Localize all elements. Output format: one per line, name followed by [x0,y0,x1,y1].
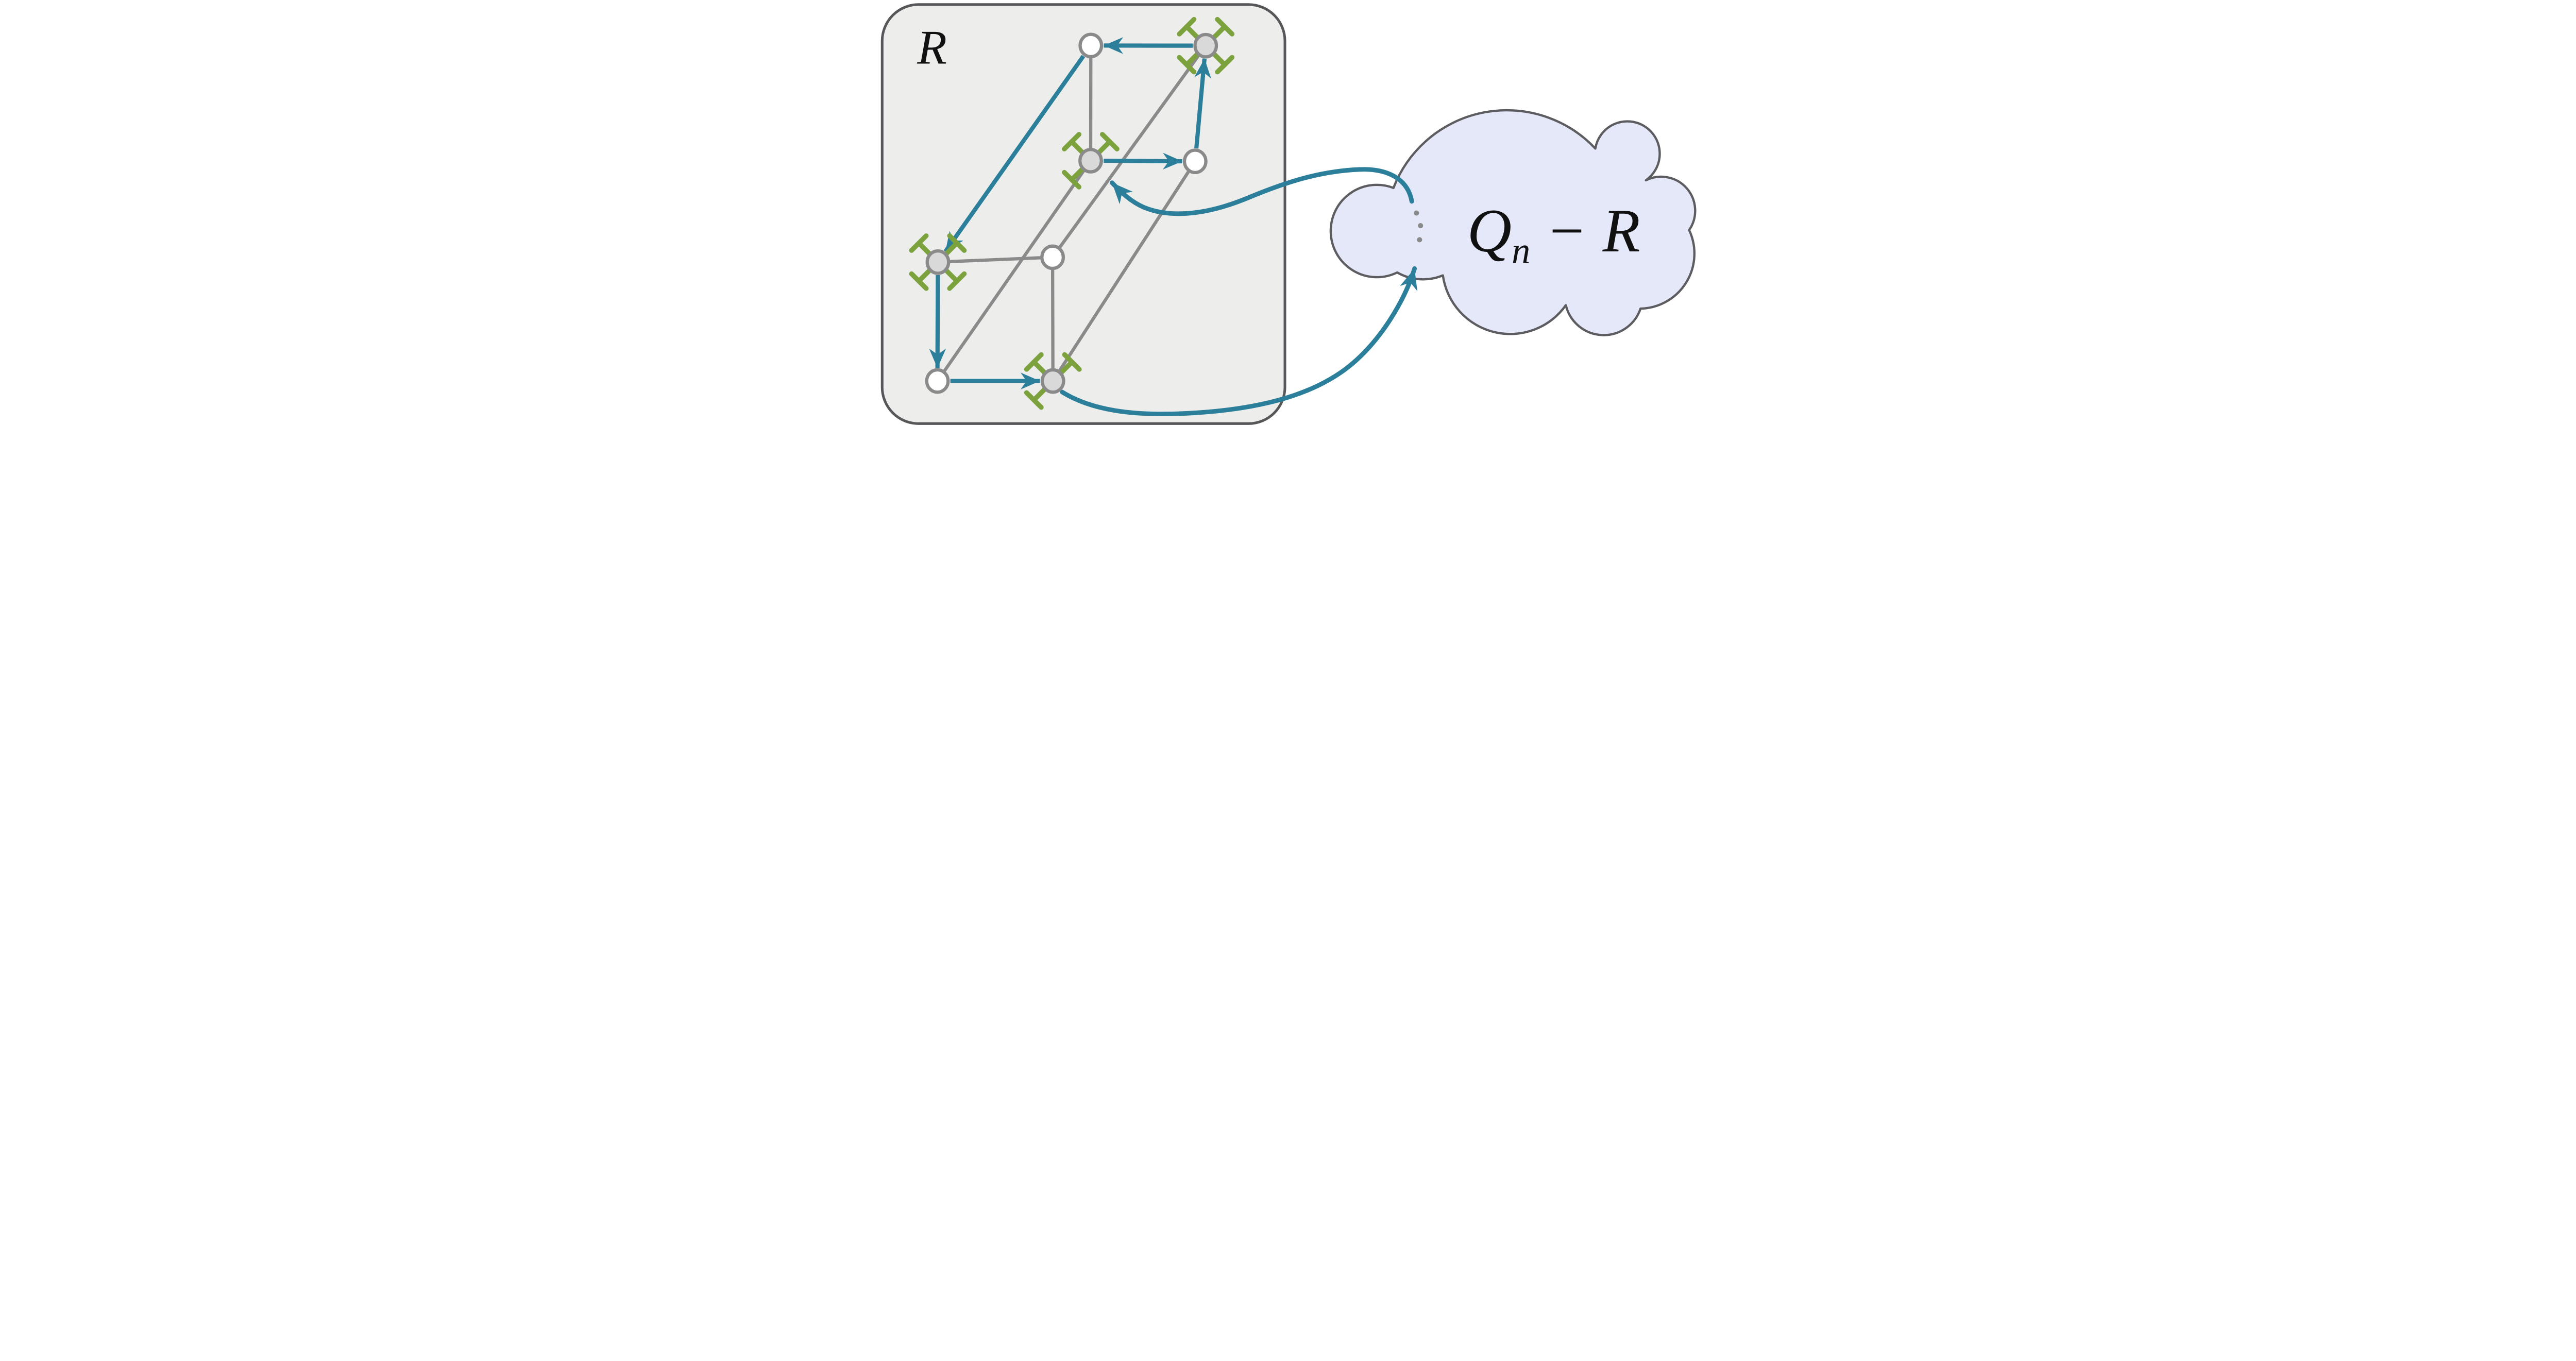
fault-mark-cap-H-NW [1024,352,1044,372]
fault-mark-cap-C-SW [1062,169,1082,190]
region-label: R [917,21,947,74]
ellipsis-dot-1 [1414,210,1419,216]
graph-edge-C-G [936,160,1092,382]
diagram-canvas: R Qn − R [880,3,1697,425]
fault-mark-cap-C-NE [1099,132,1120,151]
graph-node-E-faulty [925,249,951,275]
ellipsis-dot-2 [1418,223,1423,229]
nodes-layer [925,32,1218,394]
fault-mark-cap-C-NW [1062,132,1082,151]
graph-node-D [1182,148,1208,175]
curved-arrow-H-to-cloud [1060,266,1418,417]
cloud-label-subscript: n [1512,230,1530,271]
figure-container: R Qn − R [876,0,1700,428]
graph-node-C-faulty [1078,148,1103,174]
fault-mark-cap-B-SW [1177,55,1197,75]
cloud-label: Qn − R [1467,197,1640,271]
directed-edges-layer [929,37,1211,389]
fault-mark-cap-H-NE [1062,352,1082,372]
fault-mark-cap-E-SE [947,271,967,291]
fault-mark-cap-E-NW [909,233,929,253]
cloud-shape [1329,109,1697,336]
path-arrow-D-B [1194,58,1211,149]
ellipsis-dots-layer [1414,210,1423,243]
path-arrow-A-E [943,55,1086,253]
fault-mark-cap-E-SW [909,271,929,291]
graph-node-F [1040,244,1065,270]
cloud-label-rest: − R [1530,197,1640,265]
curved-arrows-layer [1060,167,1418,417]
graph-node-A [1078,32,1104,59]
fault-marks-layer [909,16,1235,410]
curved-arrow-cloud-to-C [1110,167,1414,216]
fault-mark-cap-E-NE [947,233,967,253]
graph-node-H-faulty [1040,368,1065,394]
fault-mark-cap-B-SE [1215,55,1235,75]
fault-mark-cap-B-NE [1215,16,1235,37]
graph-node-G [925,368,950,394]
ellipsis-dot-3 [1417,237,1422,243]
graph-edge-E-F [938,256,1053,264]
plain-edges-layer [936,44,1207,382]
cloud-label-main: Q [1467,197,1512,265]
graph-edge-B-F [1051,44,1207,259]
fault-mark-cap-H-SW [1024,390,1044,410]
graph-edge-D-H [1052,160,1197,382]
graph-node-B-faulty [1193,32,1218,59]
fault-mark-cap-B-NW [1177,16,1197,37]
cloud-layer [1329,109,1697,336]
